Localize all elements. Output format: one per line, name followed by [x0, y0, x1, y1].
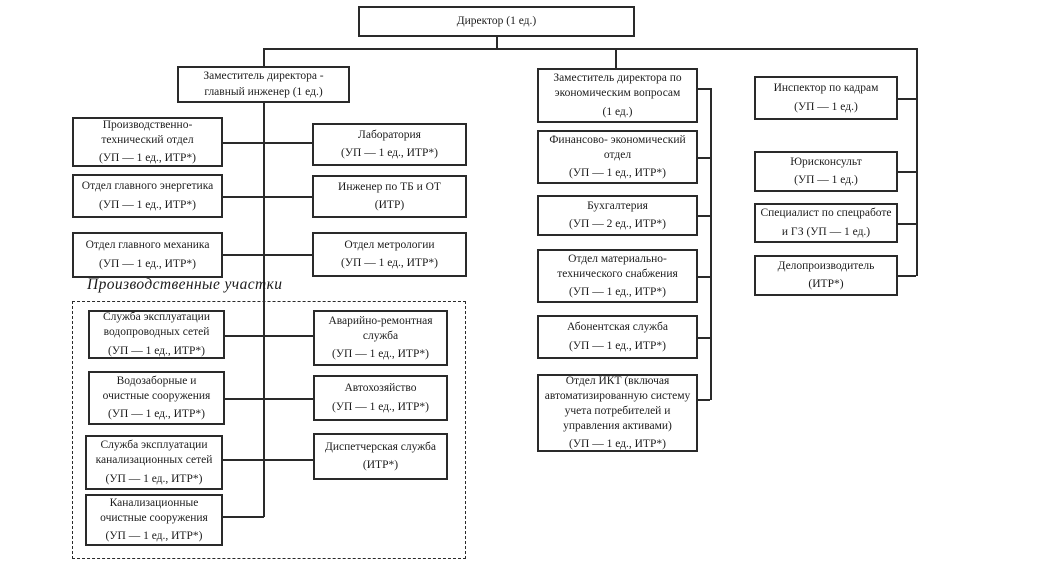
node-staff: (1 ед.) — [602, 105, 633, 118]
connector-stub-inspector — [898, 98, 916, 100]
node-staff: (УП — 1 ед., ИТР*) — [105, 472, 203, 485]
node-dispatch-service: Диспетчерская служба (ИТР*) — [313, 433, 448, 480]
node-hr-inspector: Инспектор по кадрам (УП — 1 ед.) — [754, 76, 898, 120]
node-staff: (УП — 1 ед.) — [794, 100, 858, 113]
node-title: Инспектор по кадрам — [773, 82, 879, 95]
connector-econ-spine — [710, 88, 712, 400]
node-accounting: Бухгалтерия (УП — 2 ед., ИТР*) — [537, 195, 698, 236]
node-title: Производственно-технический отдел — [101, 118, 194, 146]
node-title: Заместитель директора по экономическим в… — [553, 72, 682, 100]
node-sewage-treatment-facilities: Канализационные очистные сооружения (УП … — [85, 494, 223, 546]
connector-stub-ikt — [698, 399, 710, 401]
connector-stub-abonent — [698, 337, 710, 339]
connector-engineer-spine — [263, 103, 265, 517]
connector-row-prodtech-lab — [223, 142, 312, 144]
node-water-network-service: Служба эксплуатации водопроводных сетей … — [88, 310, 225, 359]
connector-row-energy-safety — [223, 196, 312, 198]
node-title: Автохозяйство — [344, 382, 417, 395]
node-staff: (УП — 2 ед., ИТР*) — [569, 218, 666, 230]
node-title: Отдел главного энергетика — [81, 180, 214, 193]
node-title: Директор (1 ед.) — [456, 14, 537, 27]
node-staff: (УП — 1 ед., ИТР*) — [332, 348, 429, 361]
node-title: Отдел главного механика — [85, 239, 210, 252]
node-title: Водозаборные и очистные сооружения — [102, 374, 211, 402]
node-sewer-network-service: Служба эксплуатации канализационных сете… — [85, 435, 223, 490]
node-title: Инженер по ТБ и ОТ — [338, 180, 441, 193]
connector-row-sewernets-dispatch — [223, 459, 313, 461]
connector-stub-depecon — [698, 88, 710, 90]
node-staff: (УП — 1 ед., ИТР*) — [99, 152, 196, 165]
production-sites-label: Производственные участки — [87, 276, 283, 293]
node-chief-mechanic-dept: Отдел главного механика (УП — 1 ед., ИТР… — [72, 232, 223, 278]
node-records-clerk: Делопроизводитель (ИТР*) — [754, 255, 898, 296]
connector-row-waterfac-auto — [225, 398, 313, 400]
node-title: Юрисконсульт — [790, 155, 862, 168]
node-staff: (УП — 1 ед., ИТР*) — [99, 198, 196, 211]
connector-director-drop — [496, 37, 498, 48]
node-director: Директор (1 ед.) — [358, 6, 635, 37]
connector-right-spine — [916, 48, 918, 276]
node-title: Отдел ИКТ (включая автоматизированную си… — [544, 374, 691, 433]
node-ict-dept: Отдел ИКТ (включая автоматизированную си… — [537, 374, 698, 452]
node-title: Лаборатория — [358, 128, 421, 141]
node-staff: (УП — 1 ед., ИТР*) — [332, 400, 429, 413]
node-title: Отдел метрологии — [344, 238, 435, 251]
connector-stub-clerk — [898, 275, 916, 277]
connector-stub-supply — [698, 276, 710, 278]
connector-top-horizontal — [263, 48, 917, 50]
connector-drop-econ — [615, 48, 617, 68]
node-staff: (УП — 1 ед., ИТР*) — [569, 167, 666, 180]
connector-stub-special — [898, 223, 916, 225]
connector-stub-finecon — [698, 157, 710, 159]
node-deputy-economics: Заместитель директора по экономическим в… — [537, 68, 698, 123]
node-title: Служба эксплуатации водопроводных сетей — [102, 311, 210, 339]
node-title: Заместитель директора - главный инженер … — [203, 70, 324, 98]
node-staff: (УП — 1 ед., ИТР*) — [341, 147, 438, 159]
production-sites-region — [72, 301, 466, 559]
connector-drop-engineer — [263, 48, 265, 66]
node-safety-engineer: Инженер по ТБ и ОТ (ИТР) — [312, 175, 467, 218]
node-title: Бухгалтерия — [587, 199, 648, 212]
node-title: Абонентская служба — [567, 321, 668, 334]
connector-row-mechanic-metrology — [223, 254, 312, 256]
node-staff: (ИТР) — [374, 199, 405, 211]
node-staff: (УП — 1 ед., ИТР*) — [108, 344, 205, 357]
node-water-intake-facilities: Водозаборные и очистные сооружения (УП —… — [88, 371, 225, 425]
node-staff: (УП — 1 ед.) — [794, 174, 858, 186]
node-special-work-specialist: Специалист по спецработе и ГЗ (УП — 1 ед… — [754, 203, 898, 243]
node-title: Служба эксплуатации канализационных сете… — [95, 439, 213, 467]
node-finance-economics-dept: Финансово- экономический отдел (УП — 1 е… — [537, 130, 698, 184]
node-staff: (УП — 1 ед., ИТР*) — [569, 438, 666, 451]
node-vehicle-fleet: Автохозяйство (УП — 1 ед., ИТР*) — [313, 375, 448, 421]
node-staff: (ИТР*) — [362, 459, 399, 471]
node-staff: (УП — 1 ед., ИТР*) — [569, 339, 666, 352]
node-subscriber-service: Абонентская служба (УП — 1 ед., ИТР*) — [537, 315, 698, 359]
node-staff: (ИТР*) — [808, 278, 844, 290]
node-staff: (УП — 1 ед., ИТР*) — [105, 530, 203, 543]
node-title: Отдел материально-технического снабжения — [557, 252, 678, 280]
node-production-technical-dept: Производственно-технический отдел (УП — … — [72, 117, 223, 167]
node-legal-counsel: Юрисконсульт (УП — 1 ед.) — [754, 151, 898, 192]
node-staff: (УП — 1 ед., ИТР*) — [341, 257, 438, 269]
node-title: Аварийно-ремонтная служба — [328, 314, 433, 342]
node-staff: (УП — 1 ед., ИТР*) — [569, 286, 666, 299]
node-staff: и ГЗ (УП — 1 ед.) — [781, 225, 871, 238]
node-metrology-dept: Отдел метрологии (УП — 1 ед., ИТР*) — [312, 232, 467, 277]
node-staff: (УП — 1 ед., ИТР*) — [108, 408, 205, 421]
node-emergency-repair-service: Аварийно-ремонтная служба (УП — 1 ед., И… — [313, 310, 448, 366]
connector-stub-sewerfac — [223, 516, 264, 518]
node-deputy-chief-engineer: Заместитель директора - главный инженер … — [177, 66, 350, 103]
node-title: Канализационные очистные сооружения — [100, 496, 208, 524]
node-title: Специалист по спецработе — [760, 207, 892, 220]
connector-stub-legal — [898, 171, 916, 173]
node-laboratory: Лаборатория (УП — 1 ед., ИТР*) — [312, 123, 467, 166]
node-staff: (УП — 1 ед., ИТР*) — [99, 257, 196, 270]
node-title: Диспетчерская служба — [324, 440, 436, 453]
node-title: Делопроизводитель — [777, 259, 875, 272]
connector-stub-accounting — [698, 215, 710, 217]
node-title: Финансово- экономический отдел — [549, 133, 686, 161]
connector-row-waternets-emergency — [225, 335, 313, 337]
node-logistics-supply-dept: Отдел материально-технического снабжения… — [537, 249, 698, 303]
node-chief-power-dept: Отдел главного энергетика (УП — 1 ед., И… — [72, 174, 223, 218]
